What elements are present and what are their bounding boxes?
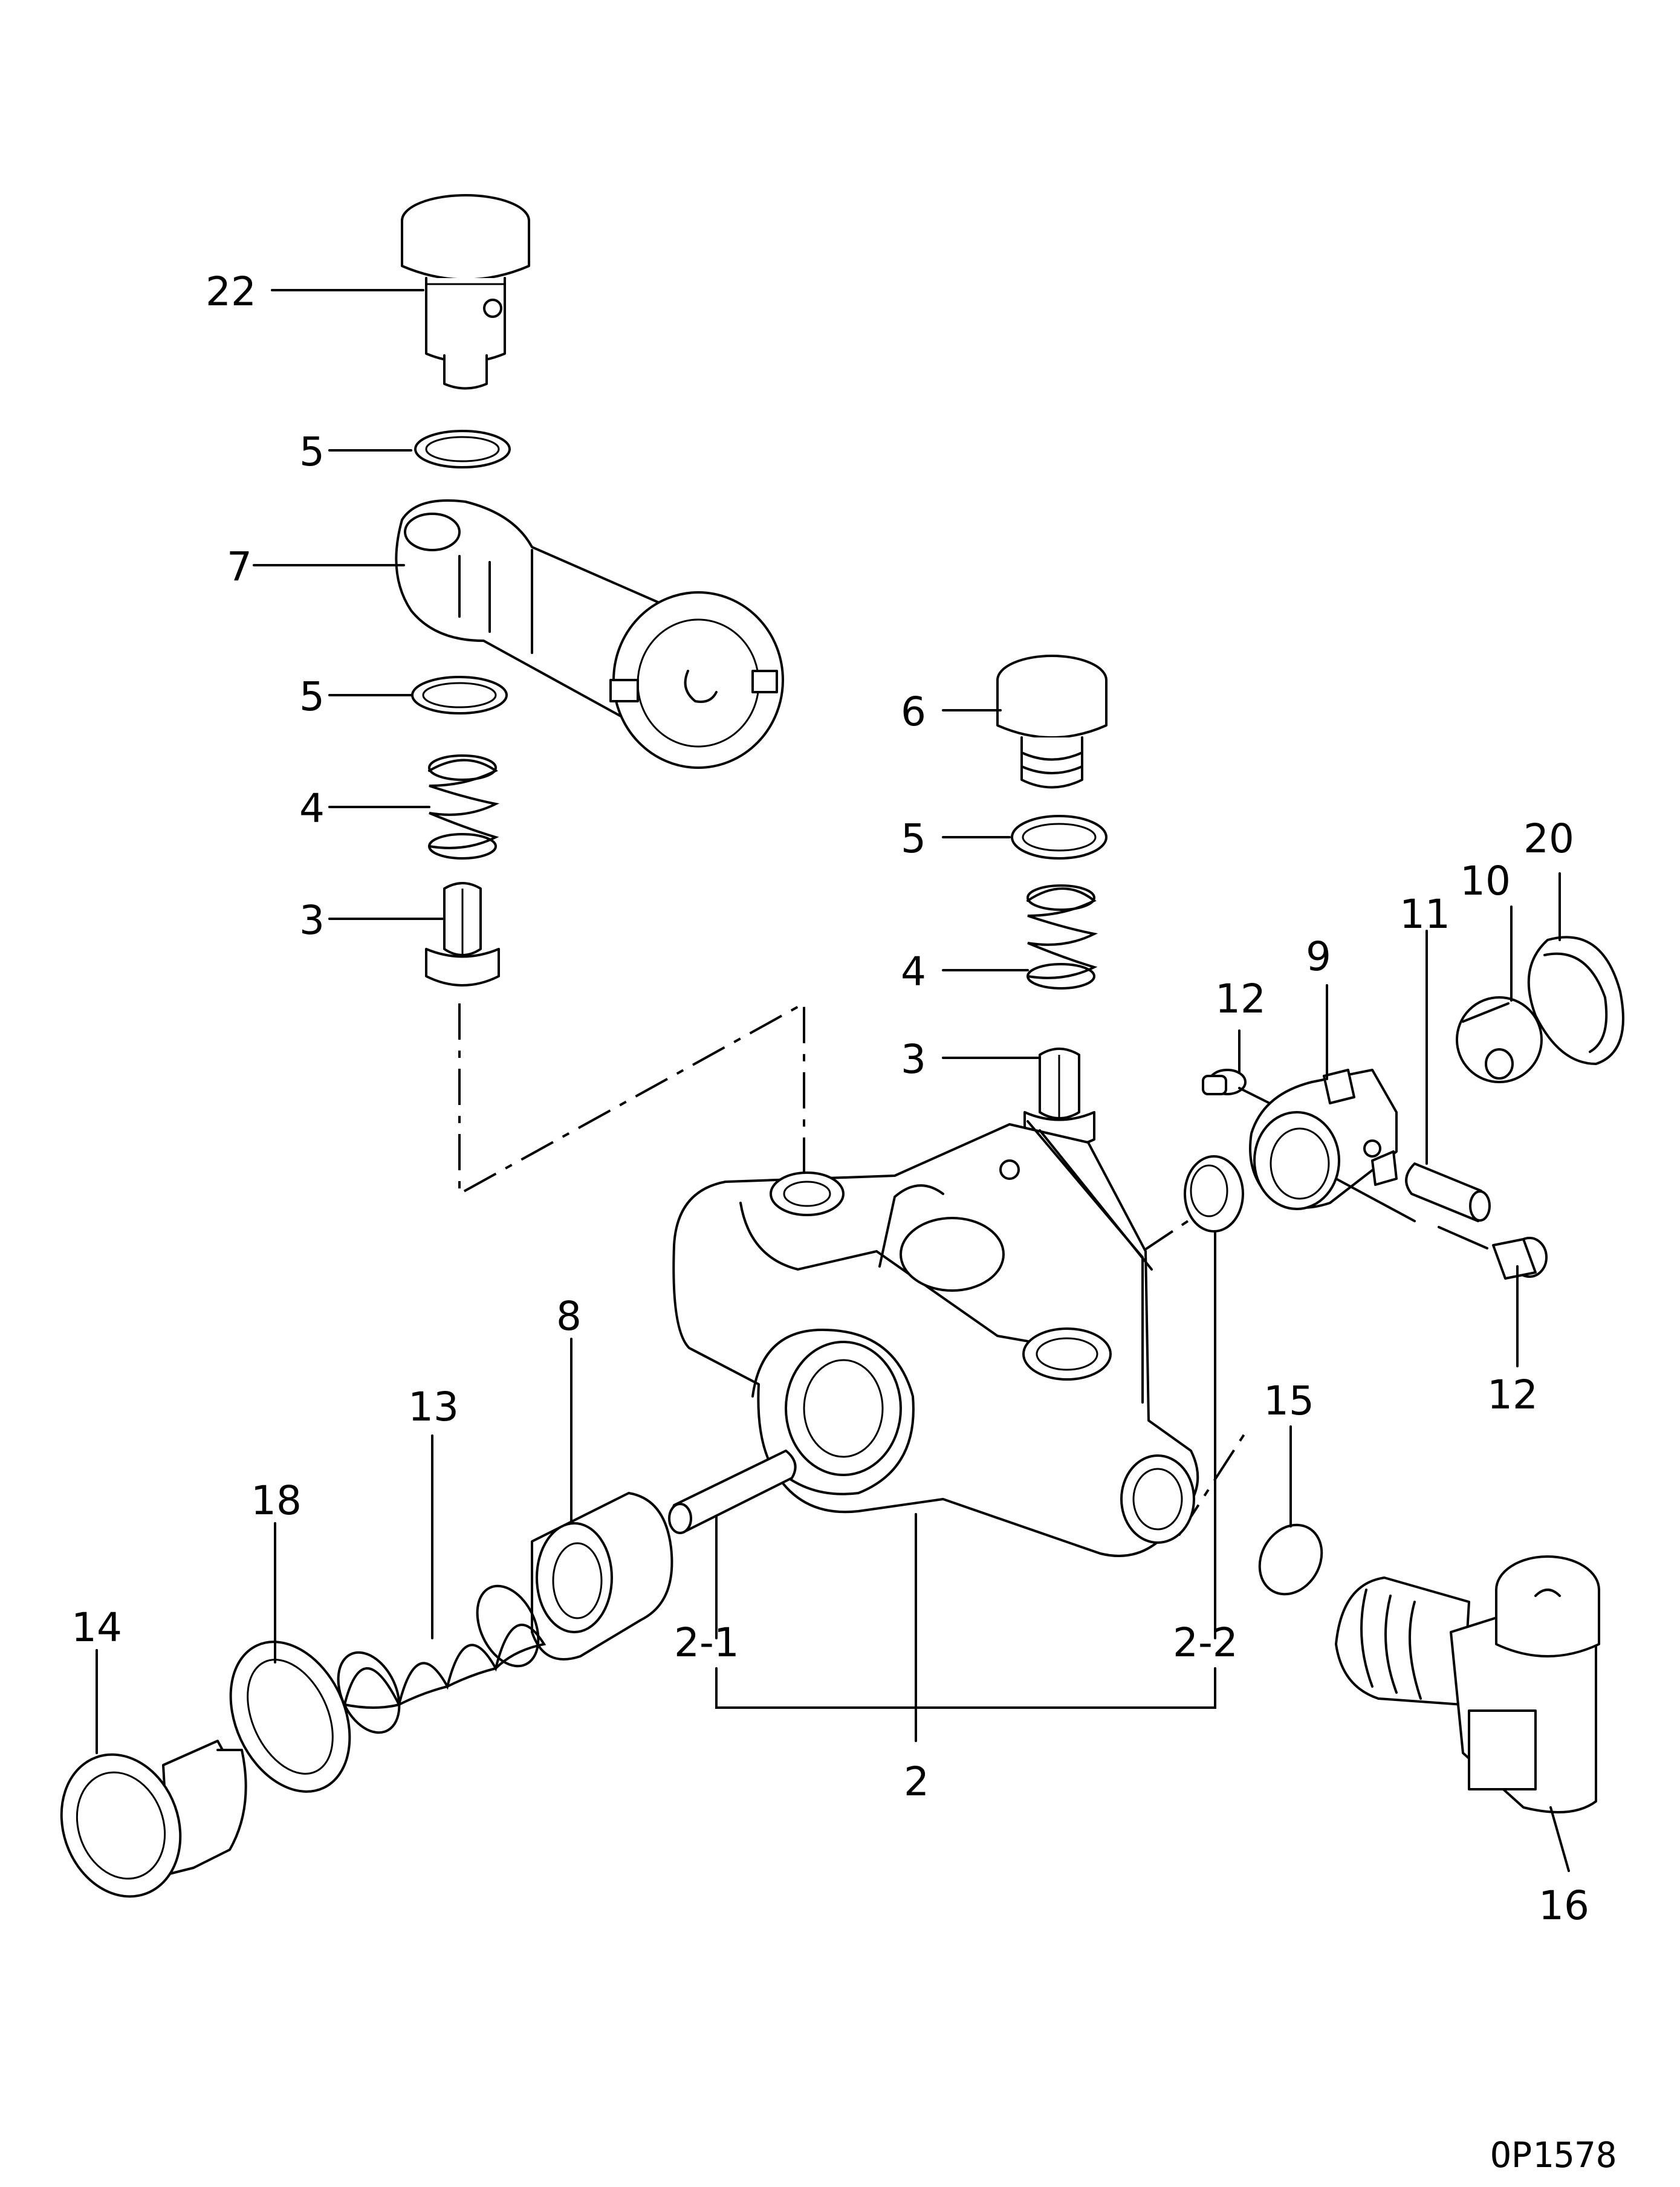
part-5-washer-right bbox=[1011, 815, 1108, 860]
callout-11: 11 bbox=[1399, 891, 1450, 938]
callout-5-top: 5 bbox=[299, 429, 325, 475]
callout-9: 9 bbox=[1306, 933, 1331, 980]
callout-14: 14 bbox=[71, 1604, 122, 1651]
part-11-dowel bbox=[1405, 1162, 1491, 1249]
assembly-path-seal bbox=[1141, 1214, 1198, 1252]
callout-10: 10 bbox=[1460, 858, 1511, 904]
part-14-plug-nut bbox=[60, 1740, 247, 1898]
callout-2: 2 bbox=[904, 1758, 929, 1805]
part-6-plug bbox=[996, 655, 1108, 789]
callout-5-right: 5 bbox=[901, 815, 926, 862]
callout-5-mid: 5 bbox=[299, 673, 325, 720]
callout-4-left: 4 bbox=[299, 785, 325, 832]
callout-12-upper: 12 bbox=[1215, 976, 1266, 1022]
part-20-circlip bbox=[1527, 936, 1624, 1065]
callout-labels: 22 5 7 5 4 3 6 5 4 3 12 9 11 10 20 12 8 … bbox=[71, 268, 1617, 2176]
part-2-pump-body bbox=[672, 1120, 1199, 1557]
part-2-1-pin bbox=[668, 1450, 797, 1534]
leader-lines bbox=[96, 289, 1570, 1872]
callout-3-left: 3 bbox=[299, 897, 325, 944]
part-7-banjo-fitting bbox=[395, 499, 784, 769]
part-12-pin-lower bbox=[1492, 1237, 1548, 1280]
part-9-lever bbox=[1249, 1069, 1416, 1222]
callout-15: 15 bbox=[1263, 1378, 1314, 1424]
callout-2-2: 2-2 bbox=[1173, 1619, 1238, 1666]
part-13-spring bbox=[337, 1584, 546, 1734]
figure-code: OP1578 bbox=[1490, 2134, 1617, 2176]
part-5-washer-top bbox=[414, 430, 511, 468]
part-22-bolt bbox=[401, 194, 530, 390]
assembly-path-left bbox=[458, 1001, 805, 1196]
part-4-spring-right bbox=[1026, 884, 1098, 990]
callout-4-right: 4 bbox=[901, 948, 926, 995]
callout-2-1: 2-1 bbox=[674, 1619, 739, 1666]
part-18-washer bbox=[229, 1641, 351, 1793]
callout-13: 13 bbox=[408, 1384, 459, 1430]
part-2-2-seal bbox=[1184, 1155, 1244, 1233]
callout-22: 22 bbox=[206, 268, 256, 315]
callout-18: 18 bbox=[251, 1477, 302, 1524]
callout-16: 16 bbox=[1539, 1882, 1589, 1929]
callout-12-lower: 12 bbox=[1487, 1372, 1538, 1418]
callout-3-right: 3 bbox=[901, 1036, 926, 1083]
callout-8: 8 bbox=[556, 1293, 582, 1340]
part-5-washer-mid bbox=[411, 676, 508, 714]
callout-7: 7 bbox=[227, 543, 252, 590]
part-3-plunger-left bbox=[425, 882, 500, 987]
part-15-o-ring bbox=[1258, 1523, 1323, 1596]
callout-6: 6 bbox=[901, 688, 926, 735]
part-10-bush bbox=[1456, 996, 1543, 1083]
part-8-sleeve bbox=[531, 1492, 673, 1660]
callout-20: 20 bbox=[1523, 815, 1574, 862]
part-16-elbow bbox=[1335, 1555, 1600, 1813]
part-4-spring-left bbox=[428, 754, 500, 860]
